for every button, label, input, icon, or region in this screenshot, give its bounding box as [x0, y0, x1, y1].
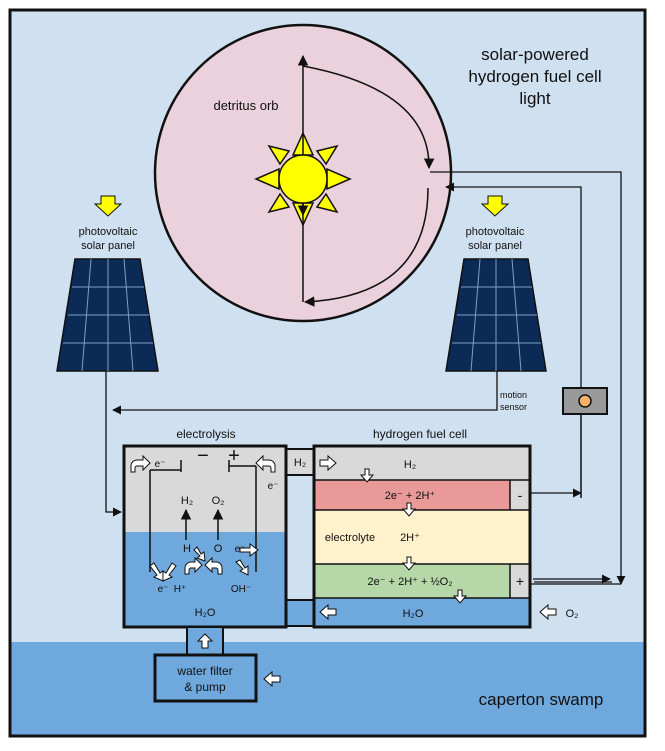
electrode-plus: +	[228, 445, 240, 467]
o2-label: O₂	[212, 495, 225, 507]
h2-label: H₂	[181, 495, 193, 507]
pump-label-2: & pump	[184, 680, 226, 694]
panel-right-label-2: solar panel	[468, 240, 522, 252]
electrode-minus: −	[197, 445, 209, 467]
o-label: O	[214, 543, 223, 555]
electrolysis-title: electrolysis	[176, 427, 235, 441]
hydrogen-pipe-label: H₂	[294, 457, 306, 469]
electron-label-left: e⁻	[155, 459, 166, 470]
photovoltaic-panel-left: photovoltaic solar panel	[56, 195, 159, 372]
electrolyte-label: electrolyte	[325, 532, 375, 544]
electrolysis-flow-arrows	[130, 454, 276, 582]
electrolyte-ion-label: 2H⁺	[400, 532, 420, 544]
swamp-area	[10, 642, 645, 736]
motion-sensor-label-1: motion	[500, 390, 527, 400]
hydroxide-label: OH⁻	[231, 584, 251, 595]
water-return-pipe	[283, 599, 317, 627]
cathode-sign: +	[516, 573, 524, 589]
electron-label-bottom: e⁻	[158, 584, 169, 595]
electron-label-middle: e⁻	[235, 544, 246, 555]
orb-label: detritus orb	[213, 98, 278, 113]
panel-left-label-2: solar panel	[81, 240, 135, 252]
fuel-cell-title: hydrogen fuel cell	[373, 427, 467, 441]
sun-arrow-right-icon	[480, 195, 510, 217]
panel-right-label-1: photovoltaic	[466, 226, 525, 238]
title-line-1: solar-powered	[481, 45, 589, 64]
diagram-frame	[8, 8, 647, 738]
sun-arrow-left-icon	[93, 195, 123, 217]
fuel-cell-water-label: H₂O	[403, 608, 424, 620]
anode-sign: -	[518, 487, 523, 503]
fuel-cell-h2-label: H₂	[404, 459, 416, 471]
photovoltaic-panel-right: photovoltaic solar panel	[445, 195, 547, 372]
title-line-2: hydrogen fuel cell	[468, 67, 601, 86]
pump-label-1: water filter	[176, 664, 232, 678]
h-label: H	[183, 543, 191, 555]
water-filter-pump	[153, 653, 258, 703]
electron-label-right: e⁻	[268, 481, 279, 492]
motion-sensor	[562, 387, 608, 415]
anode-reaction: 2e⁻ + 2H⁺	[385, 490, 436, 502]
electrolysis-tank	[122, 444, 288, 629]
title-line-3: light	[519, 89, 550, 108]
electrolysis-water-label: H₂O	[195, 607, 216, 619]
oxygen-intake-label: O₂	[566, 608, 579, 620]
cathode-reaction: 2e⁻ + 2H⁺ + ½O₂	[368, 576, 453, 588]
fuel-cell-flow-arrows	[263, 454, 557, 688]
swamp-label: caperton swamp	[479, 690, 604, 709]
motion-sensor-label-2: sensor	[500, 402, 527, 412]
hydrogen-ion-label: H⁺	[174, 584, 187, 595]
panel-left-label-1: photovoltaic	[79, 226, 138, 238]
fuel-cell	[312, 444, 532, 629]
